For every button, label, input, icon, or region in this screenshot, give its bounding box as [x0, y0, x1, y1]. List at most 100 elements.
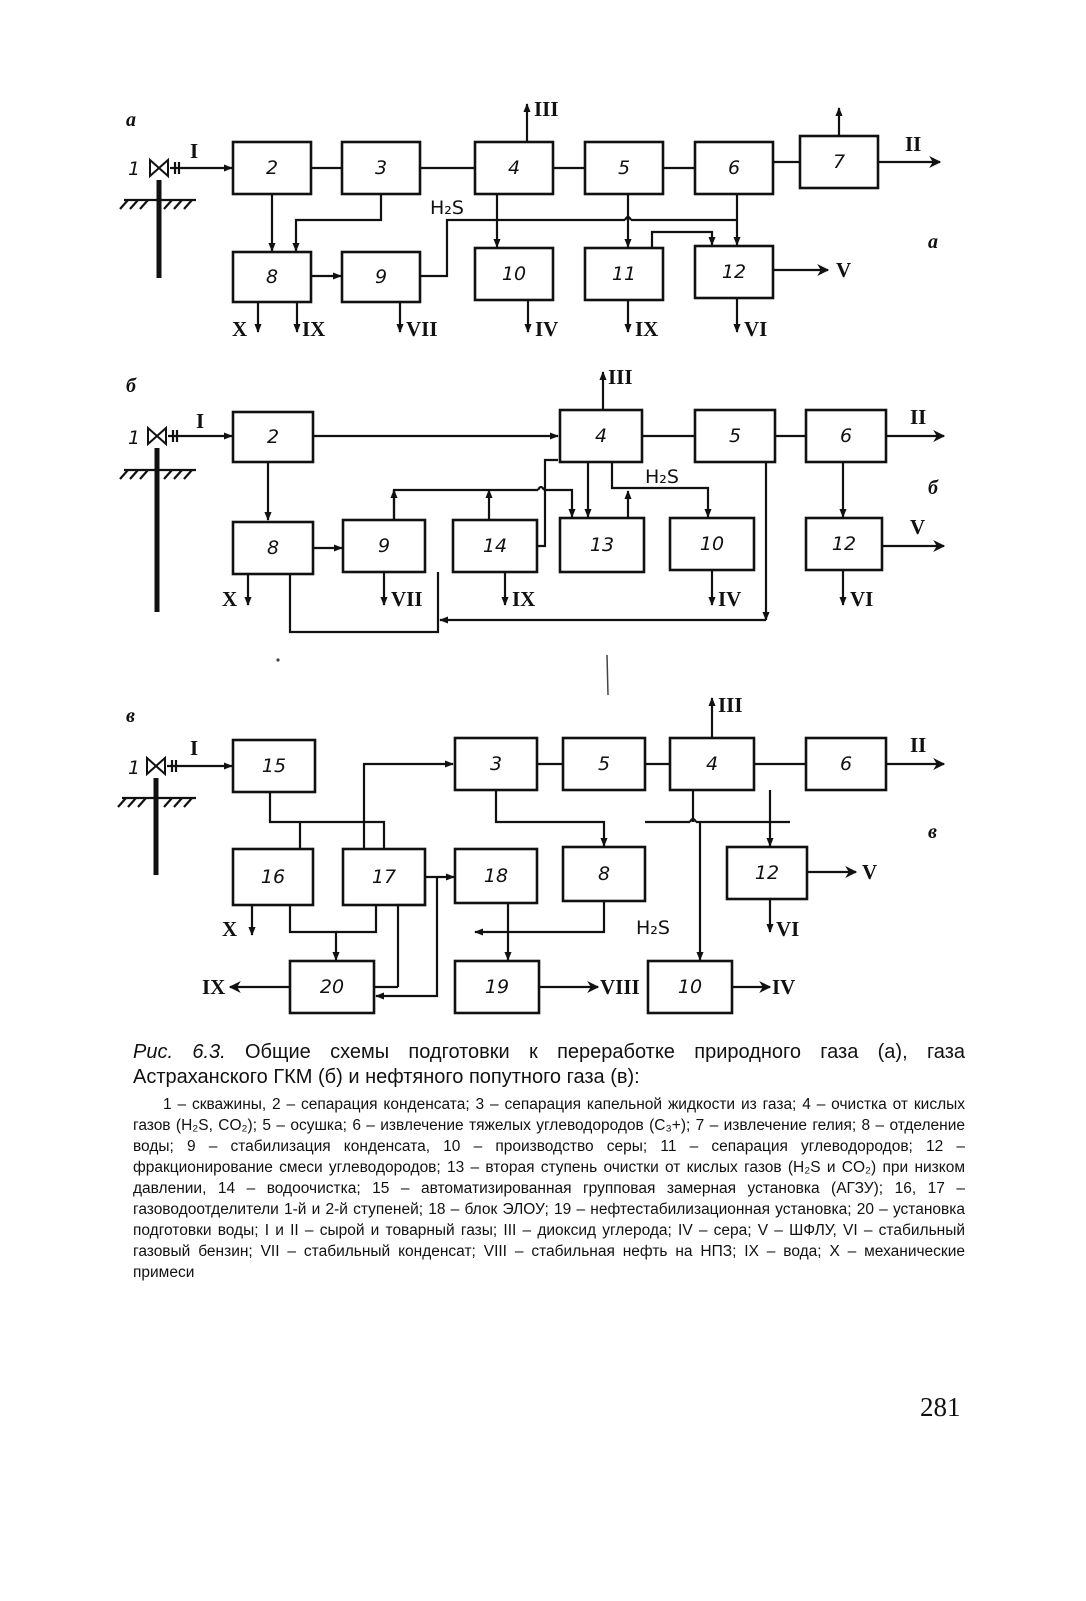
stream-VI-a: VI — [744, 317, 767, 341]
panel-label-b-right: б — [928, 477, 939, 499]
block-c-15-label: 15 — [262, 755, 286, 777]
block-b-9-label: 9 — [378, 535, 390, 557]
well-number-a: 1 — [128, 158, 140, 180]
block-a-2-label: 2 — [266, 157, 278, 179]
stream-VIII-c: VIII — [600, 975, 640, 999]
block-c-6-label: 6 — [840, 753, 852, 775]
stream-IV-c: IV — [772, 975, 795, 999]
panel-label-a-right: а — [928, 231, 938, 253]
stream-II-c: II — [910, 733, 926, 757]
block-b-12 — [804, 516, 884, 572]
block-c-10-label: 10 — [678, 976, 702, 998]
block-a-10-label: 10 — [502, 263, 526, 285]
caption-legend: 1 – скважины, 2 – сепарация конденсата; … — [133, 1096, 965, 1281]
stream-I-a: I — [190, 139, 198, 163]
block-a-6-label: 6 — [728, 157, 740, 179]
block-c-16-label: 16 — [261, 866, 285, 888]
well-icon — [119, 425, 196, 612]
stream-IX-c: IX — [202, 975, 225, 999]
block-b-6-label: 6 — [840, 425, 852, 447]
block-a-7-label: 7 — [833, 151, 845, 173]
diagram-c: в в 1 I 15 3 5 4 6 16 17 18 8 12 — [117, 693, 946, 1015]
well-number-c: 1 — [128, 757, 140, 779]
caption-title-text: Общие схемы подготовки к переработке при… — [133, 1041, 965, 1088]
panel-label-a: а — [126, 109, 136, 131]
block-b-8-label: 8 — [267, 537, 279, 559]
stream-VII-a: VII — [406, 317, 438, 341]
block-a-8 — [231, 250, 313, 304]
block-a-11 — [583, 246, 665, 302]
figure-diagrams: а а 1 I 2 3 4 5 6 7 8 9 10 — [117, 97, 946, 1015]
block-c-19-label: 19 — [485, 976, 509, 998]
block-c-17 — [341, 847, 427, 907]
stream-I-c: I — [190, 736, 198, 760]
h2s-label-a: H₂S — [430, 197, 464, 219]
block-c-16 — [231, 847, 315, 907]
block-a-11-label: 11 — [612, 263, 636, 285]
stream-IV-a: IV — [535, 317, 558, 341]
panel-label-c-right: в — [928, 821, 937, 843]
diagram-b: б б 1 I 2 4 5 6 8 9 14 13 10 12 — [119, 365, 946, 696]
block-b-8 — [231, 520, 315, 576]
block-c-8-label: 8 — [598, 863, 610, 885]
stream-I-b: I — [196, 409, 204, 433]
block-a-4-label: 4 — [508, 157, 520, 179]
block-b-13-label: 13 — [590, 534, 614, 556]
block-c-8 — [561, 845, 647, 903]
block-b-2 — [231, 410, 315, 464]
block-c-20-label: 20 — [320, 976, 344, 998]
stream-VI-b: VI — [850, 587, 873, 611]
block-b-4-label: 4 — [595, 425, 607, 447]
block-c-19 — [453, 959, 541, 1015]
block-b-5 — [693, 408, 777, 464]
panel-label-b: б — [126, 375, 137, 397]
stream-II-b: II — [910, 405, 926, 429]
block-a-12 — [693, 244, 775, 300]
block-c-18-label: 18 — [484, 865, 508, 887]
block-b-10-label: 10 — [700, 533, 724, 555]
block-a-3-label: 3 — [375, 157, 387, 179]
well-icon — [119, 157, 196, 278]
stream-V-b: V — [910, 515, 925, 539]
connections-c — [228, 697, 946, 1000]
block-b-9 — [341, 518, 427, 574]
block-b-12-label: 12 — [832, 533, 856, 555]
block-a-7 — [798, 134, 880, 190]
stream-X-a: X — [232, 317, 247, 341]
block-a-6 — [693, 140, 775, 196]
block-a-5-label: 5 — [618, 157, 630, 179]
stream-III-a: III — [534, 97, 559, 121]
block-a-9-label: 9 — [375, 266, 387, 288]
block-c-5-label: 5 — [598, 753, 610, 775]
block-b-14-label: 14 — [483, 535, 507, 557]
stream-III-c: III — [718, 693, 743, 717]
block-a-10 — [473, 246, 555, 302]
stream-III-b: III — [608, 365, 633, 389]
scan-mark — [606, 654, 609, 696]
block-b-2-label: 2 — [267, 426, 279, 448]
stream-IX-a-11: IX — [635, 317, 658, 341]
h2s-label-b: H₂S — [645, 466, 679, 488]
caption-title: Рис. 6.3. Общие схемы подготовки к перер… — [133, 1040, 965, 1090]
stream-VII-b: VII — [391, 587, 423, 611]
stream-V-c: V — [862, 860, 877, 884]
well-icon — [117, 755, 196, 875]
stream-IV-b: IV — [718, 587, 741, 611]
page-number: 281 — [920, 1392, 961, 1422]
block-c-12 — [725, 845, 809, 901]
block-c-17-label: 17 — [372, 866, 396, 888]
scan-dot — [276, 658, 280, 662]
panel-label-c: в — [126, 705, 135, 727]
figure-caption: Рис. 6.3. Общие схемы подготовки к перер… — [133, 1040, 965, 1283]
block-a-2 — [231, 140, 313, 196]
block-a-9 — [340, 250, 422, 304]
block-c-15 — [231, 738, 317, 794]
block-c-3-label: 3 — [490, 753, 502, 775]
connections-a — [254, 103, 942, 333]
stream-V-a: V — [836, 258, 851, 282]
block-b-14 — [451, 518, 539, 574]
block-a-5 — [583, 140, 665, 196]
block-a-12-label: 12 — [722, 261, 746, 283]
block-b-13 — [558, 516, 646, 574]
stream-IX-a-8: IX — [302, 317, 325, 341]
